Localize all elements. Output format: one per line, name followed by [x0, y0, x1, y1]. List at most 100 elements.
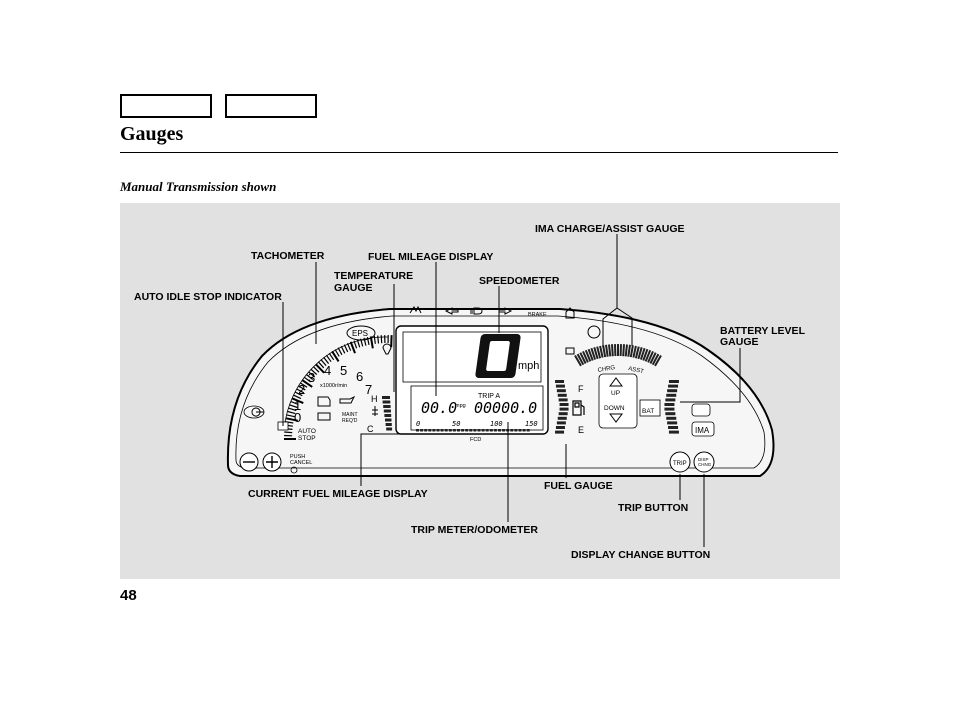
fuel-mileage-unit: mpg — [455, 403, 466, 409]
temp-segment — [382, 400, 391, 404]
turn-left-indicator-icon — [444, 307, 459, 315]
battery-segment — [668, 430, 679, 434]
nav-tab-previous[interactable] — [120, 94, 212, 118]
check-engine-icon — [317, 396, 331, 407]
tach-tick — [340, 345, 346, 354]
tach-number-6: 6 — [356, 369, 363, 384]
tach-tick — [303, 376, 312, 383]
mileage-bar-segment — [469, 429, 473, 432]
ima-segment — [590, 347, 597, 360]
mileage-bar-segment — [465, 429, 469, 432]
ima-segment — [608, 344, 612, 357]
ima-segment — [596, 346, 602, 359]
tach-tick — [363, 337, 367, 346]
shift-down-arrow-icon — [609, 413, 623, 423]
fuel-segment — [555, 380, 565, 383]
fuel-segment — [559, 407, 569, 411]
battery-segment — [668, 380, 679, 383]
ima-segment — [576, 353, 585, 366]
plus-icon — [266, 456, 278, 468]
ima-segment — [649, 352, 657, 364]
bar-scale-100: 100 — [490, 420, 503, 428]
fuel-segment — [558, 412, 568, 416]
bar-scale-150: 150 — [525, 420, 538, 428]
temp-segment — [383, 409, 391, 413]
odometer-value: 00000.0 — [474, 399, 537, 417]
callout-auto-idle-stop-indicator: AUTO IDLE STOP INDICATOR — [134, 291, 282, 303]
fuel-segment — [557, 416, 567, 420]
mileage-bar-segment — [510, 429, 514, 432]
ima-segment — [637, 347, 643, 360]
battery-level-segments — [664, 380, 679, 434]
headlight-indicator-icon — [470, 307, 483, 315]
battery-segment — [664, 407, 675, 411]
nav-tab-next[interactable] — [225, 94, 317, 118]
callout-fuel-mileage-display: FUEL MILEAGE DISPLAY — [368, 251, 493, 263]
mileage-bar-segment — [489, 429, 493, 432]
tach-tick — [320, 359, 327, 366]
callout-trip-meter-odometer: TRIP METER/ODOMETER — [411, 524, 538, 536]
key-indicator — [243, 405, 265, 419]
tach-tick — [346, 342, 352, 351]
tach-tick — [349, 341, 356, 354]
push-cancel-icon — [290, 466, 298, 474]
mileage-bar-segment — [416, 429, 419, 432]
mileage-bar-segment — [444, 429, 448, 432]
trip-display-window — [410, 385, 544, 431]
turn-right-indicator-icon — [498, 307, 513, 315]
bar-scale-0: 0 — [416, 420, 420, 428]
callout-temperature-gauge-line2: GAUGE — [334, 282, 373, 294]
tach-tick — [317, 361, 325, 369]
battery-segment — [667, 389, 678, 393]
cluster-housing-inner-line — [235, 315, 766, 469]
mileage-bar-segment — [440, 429, 444, 432]
shift-indicator-panel — [598, 373, 638, 429]
tach-tick — [343, 344, 349, 353]
fuel-segment — [555, 430, 565, 434]
fuel-segment — [556, 421, 566, 425]
trip-button[interactable] — [669, 451, 691, 473]
callout-battery-level-gauge-line2: GAUGE — [720, 336, 759, 348]
display-change-line2: CHNG — [698, 462, 712, 467]
tach-tick — [310, 368, 318, 376]
fuel-segment — [558, 398, 568, 402]
rpm-unit: x1000r/min — [320, 383, 347, 389]
fuel-segment — [559, 403, 569, 406]
display-change-line1: DISP — [698, 457, 709, 462]
callout-battery-level-gauge-line1: BATTERY LEVEL — [720, 325, 806, 337]
callout-trip-button: TRIP BUTTON — [618, 502, 688, 514]
mileage-bar-segment — [432, 429, 436, 432]
tach-tick — [356, 339, 361, 348]
tach-tick — [296, 388, 305, 394]
temp-cold-label: C — [367, 424, 374, 434]
security-indicator-icon — [565, 307, 575, 319]
callout-ima-charge-assist-gauge: IMA CHARGE/ASSIST GAUGE — [535, 223, 685, 235]
tach-tick — [294, 391, 303, 397]
trip-label: TRIP A — [478, 393, 500, 400]
ima-segment — [639, 347, 646, 360]
shift-up-arrow-icon — [609, 377, 623, 387]
ima-segment — [624, 344, 628, 357]
mileage-bar-segment — [420, 429, 424, 432]
ima-segment — [593, 347, 599, 360]
title-divider — [120, 152, 838, 153]
tach-tick — [328, 352, 335, 361]
battery-indicator — [639, 399, 661, 417]
tach-number-1: 1 — [294, 398, 301, 413]
ima-segment — [651, 353, 660, 366]
leader-ima-2 — [616, 307, 633, 346]
tach-tick — [298, 385, 306, 391]
mileage-bar-segment — [452, 429, 456, 432]
fcd-label: FCD — [470, 437, 481, 443]
leader-current-fuel — [360, 433, 416, 486]
shift-down-label: DOWN — [604, 405, 625, 412]
temp-segment — [383, 405, 391, 408]
tach-tick — [289, 404, 298, 409]
tach-tick — [334, 349, 340, 357]
mileage-bar-segment — [473, 429, 477, 432]
tach-tick — [315, 363, 325, 374]
display-change-button[interactable] — [693, 451, 715, 473]
low-oil-indicator-icon — [565, 347, 575, 355]
callout-display-change-button: DISPLAY CHANGE BUTTON — [571, 549, 710, 561]
